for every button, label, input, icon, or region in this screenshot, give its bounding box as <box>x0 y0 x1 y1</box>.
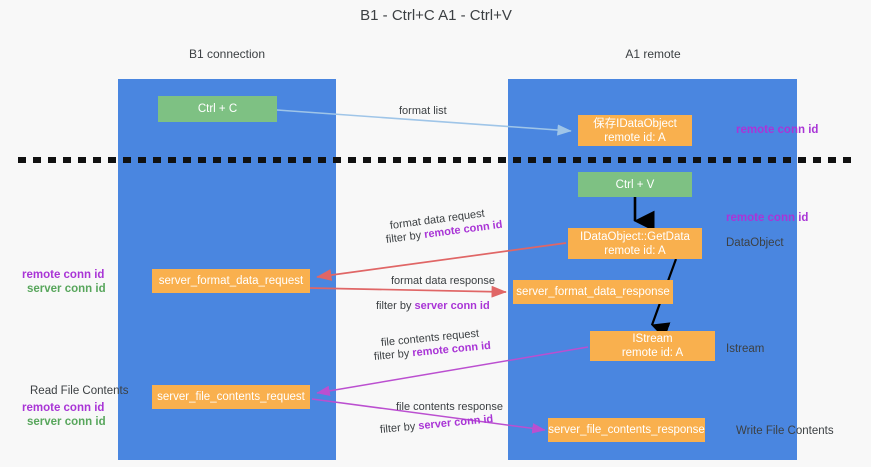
edge-label-format-data-response-filter: filter by server conn id <box>376 299 490 313</box>
edge-label-format-list: format list <box>399 105 447 117</box>
phase-separator-dashed-line <box>18 157 856 163</box>
edge-format-data-request <box>316 242 567 281</box>
node-server-file-contents-response[interactable]: server_file_contents_response <box>548 418 705 442</box>
filter-prefix: filter by <box>373 347 413 363</box>
node-ctrl-c[interactable]: Ctrl + C <box>158 96 277 122</box>
edge-file-contents-request <box>316 346 589 397</box>
annotation-dataobject: DataObject <box>726 237 784 249</box>
annotation-left-remote-conn-id-1: remote conn id <box>22 269 105 281</box>
lane-title-b1: B1 connection <box>188 47 266 61</box>
annotation-read-file-contents: Read File Contents <box>30 385 129 397</box>
node-ctrl-v[interactable]: Ctrl + V <box>578 172 692 197</box>
edge-label-format-data-response: format data response <box>391 275 495 287</box>
node-server-format-data-response[interactable]: server_format_data_response <box>513 280 673 304</box>
annotation-remote-conn-id-middle: remote conn id <box>726 212 809 224</box>
node-istream[interactable]: IStream remote id: A <box>590 331 715 361</box>
annotation-write-file-contents: Write File Contents <box>736 425 834 437</box>
node-idataobject-getdata[interactable]: IDataObject::GetData remote id: A <box>568 228 702 259</box>
lane-title-a1: A1 remote <box>625 47 681 61</box>
annotation-left-server-conn-id-2: server conn id <box>27 416 106 428</box>
node-server-file-contents-request[interactable]: server_file_contents_request <box>152 385 310 409</box>
edge-label-file-contents-response: file contents response <box>396 401 504 413</box>
node-save-idataobject[interactable]: 保存IDataObject remote id: A <box>578 115 692 146</box>
edge-file-contents-response <box>311 398 546 434</box>
edge-format-list <box>276 109 572 136</box>
filter-key-server-conn-id: server conn id <box>414 300 490 312</box>
annotation-istream: Istream <box>726 343 765 355</box>
annotation-remote-conn-id-top: remote conn id <box>736 124 819 136</box>
annotation-left-remote-conn-id-2: remote conn id <box>22 402 105 414</box>
edge-format-data-response <box>309 285 507 298</box>
diagram-title: B1 - Ctrl+C A1 - Ctrl+V <box>360 7 512 24</box>
annotation-left-server-conn-id-1: server conn id <box>27 283 106 295</box>
filter-prefix: filter by <box>376 300 415 312</box>
filter-prefix: filter by <box>379 420 419 436</box>
node-server-format-data-request[interactable]: server_format_data_request <box>152 269 310 293</box>
